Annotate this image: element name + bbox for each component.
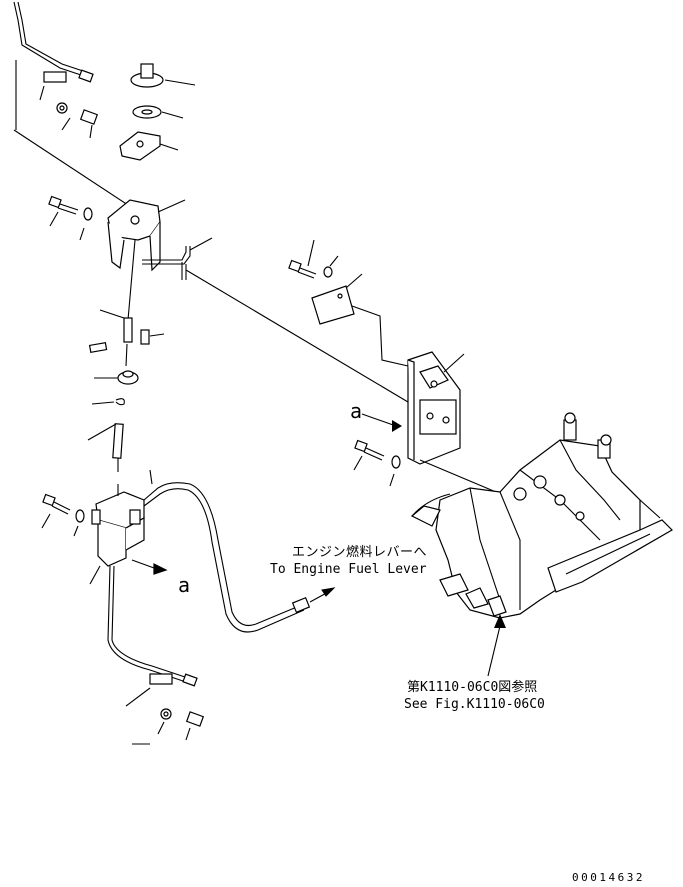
see-fig-arrow bbox=[494, 614, 506, 628]
rod-assembly bbox=[88, 239, 165, 367]
to-engine-label-en: To Engine Fuel Lever bbox=[270, 562, 427, 577]
bolt-left-lower bbox=[41, 493, 85, 537]
clip-part bbox=[91, 398, 125, 406]
lever-bracket bbox=[107, 199, 186, 272]
bent-rod bbox=[142, 237, 213, 280]
fuel-control-unit bbox=[89, 484, 168, 585]
fuel-cable bbox=[143, 469, 311, 633]
ref-letter-right: a bbox=[350, 399, 362, 423]
plate-part bbox=[119, 131, 179, 161]
lower-cable bbox=[107, 565, 198, 687]
top-cable bbox=[13, 1, 94, 83]
cover-bracket bbox=[407, 351, 465, 465]
pedal-frame bbox=[410, 412, 673, 619]
ref-letter-left: a bbox=[178, 573, 190, 597]
ref-line-diag bbox=[13, 129, 129, 206]
ref-arrow-right bbox=[392, 420, 402, 432]
shim-plate bbox=[311, 273, 409, 367]
washer-part bbox=[132, 105, 184, 119]
to-engine-label-jp: エンジン燃料レバーへ bbox=[292, 544, 427, 560]
knob-part bbox=[130, 63, 196, 88]
drawing-number: 00014632 bbox=[572, 871, 645, 884]
short-rod bbox=[87, 423, 124, 472]
see-fig-label-en: See Fig.K1110-06C0 bbox=[404, 697, 545, 712]
clamp-part-top bbox=[39, 71, 99, 139]
bolt-right-upper bbox=[288, 239, 339, 279]
bolt-right-lower bbox=[353, 439, 401, 487]
nut-part bbox=[94, 370, 139, 385]
bolt-left-upper bbox=[48, 195, 93, 241]
clamp-part-bottom bbox=[125, 673, 205, 745]
ref-line-long bbox=[185, 269, 409, 403]
see-fig-label-jp: 第K1110-06C0図参照 bbox=[407, 679, 537, 695]
